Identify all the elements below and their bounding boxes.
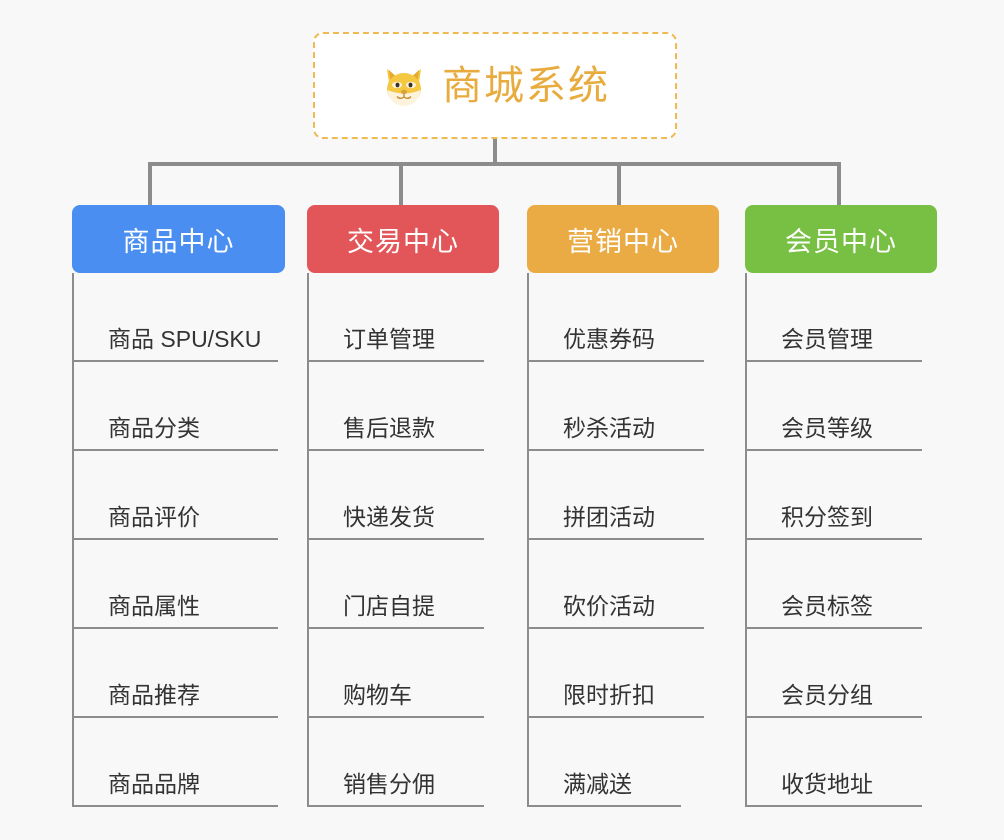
list-item[interactable]: 售后退款 [309,362,499,451]
root-node-shopping-mall-system[interactable]: 商城系统 [313,32,677,139]
column-header-trade-center[interactable]: 交易中心 [307,205,499,273]
list-item-underline: 会员标签 [747,592,922,629]
list-item-underline: 商品 SPU/SKU [74,325,278,362]
list-item[interactable]: 销售分佣 [309,718,499,807]
list-item[interactable]: 会员等级 [747,362,937,451]
list-item[interactable]: 优惠券码 [529,273,719,362]
dog-face-icon [380,62,428,110]
list-item-label: 会员管理 [781,326,873,353]
list-item[interactable]: 会员管理 [747,273,937,362]
list-item-underline: 会员等级 [747,414,922,451]
column-header-label: 会员中心 [785,226,897,257]
list-item-underline: 商品品牌 [74,770,278,807]
column-marketing-center: 营销中心 优惠券码 秒杀活动 拼团活动 砍价活动 限时折扣 满减送 [527,205,719,807]
list-item-underline: 拼团活动 [529,503,704,540]
list-item[interactable]: 秒杀活动 [529,362,719,451]
list-item-underline: 砍价活动 [529,592,704,629]
list-item-label: 商品评价 [108,504,200,531]
list-item-underline: 会员分组 [747,681,922,718]
list-item[interactable]: 满减送 [529,718,719,807]
list-item[interactable]: 限时折扣 [529,629,719,718]
list-item-underline: 销售分佣 [309,770,484,807]
list-item-label: 商品属性 [108,593,200,620]
list-item-underline: 售后退款 [309,414,484,451]
list-item-underline: 商品属性 [74,592,278,629]
column-header-product-center[interactable]: 商品中心 [72,205,285,273]
list-item-label: 满减送 [563,771,632,798]
list-item[interactable]: 收货地址 [747,718,937,807]
column-trade-center: 交易中心 订单管理 售后退款 快递发货 门店自提 购物车 销售分佣 [307,205,499,807]
list-item-underline: 门店自提 [309,592,484,629]
list-item-underline: 会员管理 [747,325,922,362]
list-item-label: 限时折扣 [563,682,655,709]
list-item-underline: 积分签到 [747,503,922,540]
list-item-underline: 优惠券码 [529,325,704,362]
list-item[interactable]: 商品品牌 [74,718,285,807]
column-header-label: 营销中心 [567,226,679,257]
list-item-label: 优惠券码 [563,326,655,353]
list-item[interactable]: 拼团活动 [529,451,719,540]
list-item-label: 会员分组 [781,682,873,709]
column-body: 订单管理 售后退款 快递发货 门店自提 购物车 销售分佣 [307,273,499,807]
column-product-center: 商品中心 商品 SPU/SKU 商品分类 商品评价 商品属性 商品推荐 商品品牌 [72,205,285,807]
column-body: 优惠券码 秒杀活动 拼团活动 砍价活动 限时折扣 满减送 [527,273,719,807]
list-item[interactable]: 订单管理 [309,273,499,362]
list-item-label: 拼团活动 [563,504,655,531]
list-item[interactable]: 商品推荐 [74,629,285,718]
list-item[interactable]: 商品分类 [74,362,285,451]
list-item-underline: 商品推荐 [74,681,278,718]
column-header-member-center[interactable]: 会员中心 [745,205,937,273]
column-header-marketing-center[interactable]: 营销中心 [527,205,719,273]
list-item[interactable]: 快递发货 [309,451,499,540]
column-body: 会员管理 会员等级 积分签到 会员标签 会员分组 收货地址 [745,273,937,807]
column-body: 商品 SPU/SKU 商品分类 商品评价 商品属性 商品推荐 商品品牌 [72,273,285,807]
list-item-label: 门店自提 [343,593,435,620]
list-item[interactable]: 积分签到 [747,451,937,540]
list-item-underline: 购物车 [309,681,484,718]
list-item-label: 会员标签 [781,593,873,620]
list-item-underline: 满减送 [529,770,681,807]
list-item-label: 订单管理 [343,326,435,353]
list-item[interactable]: 砍价活动 [529,540,719,629]
column-header-label: 交易中心 [347,226,459,257]
list-item-label: 商品品牌 [108,771,200,798]
list-item-label: 会员等级 [781,415,873,442]
list-item-label: 商品分类 [108,415,200,442]
list-item-label: 购物车 [343,682,412,709]
list-item-label: 售后退款 [343,415,435,442]
list-item[interactable]: 会员标签 [747,540,937,629]
list-item-label: 收货地址 [781,771,873,798]
list-item[interactable]: 商品评价 [74,451,285,540]
list-item-underline: 收货地址 [747,770,922,807]
list-item-label: 积分签到 [781,504,873,531]
list-item-underline: 商品分类 [74,414,278,451]
list-item-underline: 订单管理 [309,325,484,362]
list-item[interactable]: 商品 SPU/SKU [74,273,285,362]
list-item-underline: 秒杀活动 [529,414,704,451]
list-item-label: 商品 SPU/SKU [108,326,262,353]
list-item-underline: 限时折扣 [529,681,704,718]
list-item[interactable]: 会员分组 [747,629,937,718]
list-item-label: 销售分佣 [343,771,435,798]
list-item-underline: 快递发货 [309,503,484,540]
list-item[interactable]: 商品属性 [74,540,285,629]
list-item-label: 快递发货 [343,504,435,531]
list-item-label: 商品推荐 [108,682,200,709]
list-item[interactable]: 购物车 [309,629,499,718]
column-member-center: 会员中心 会员管理 会员等级 积分签到 会员标签 会员分组 收货地址 [745,205,937,807]
list-item-label: 砍价活动 [563,593,655,620]
root-title-text: 商城系统 [442,63,610,108]
list-item[interactable]: 门店自提 [309,540,499,629]
list-item-underline: 商品评价 [74,503,278,540]
column-header-label: 商品中心 [122,226,235,257]
list-item-label: 秒杀活动 [563,415,655,442]
